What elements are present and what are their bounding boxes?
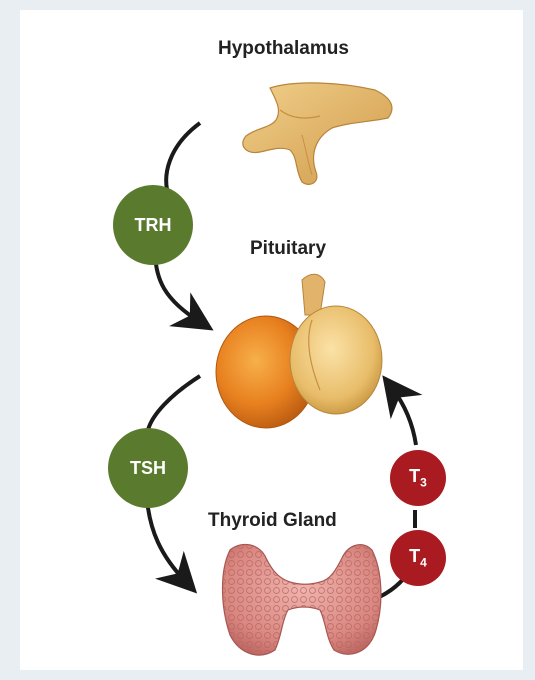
diagram-art (20, 10, 535, 680)
t3-text: T3 (409, 466, 427, 490)
t4-badge: T4 (390, 530, 446, 586)
tsh-text: TSH (130, 458, 166, 479)
thyroid-gland-label: Thyroid Gland (208, 510, 337, 532)
hypothalamus-illustration (243, 83, 392, 184)
hypothalamus-label: Hypothalamus (218, 38, 349, 60)
pituitary-illustration (216, 274, 382, 428)
t3-badge: T3 (390, 450, 446, 506)
trh-badge: TRH (113, 185, 193, 265)
trh-text: TRH (135, 215, 172, 236)
pituitary-label: Pituitary (250, 238, 326, 260)
t4-text: T4 (409, 546, 427, 570)
tsh-badge: TSH (108, 428, 188, 508)
thyroid-illustration (223, 544, 381, 655)
diagram-panel: Hypothalamus Pituitary Thyroid Gland TRH… (20, 10, 523, 670)
